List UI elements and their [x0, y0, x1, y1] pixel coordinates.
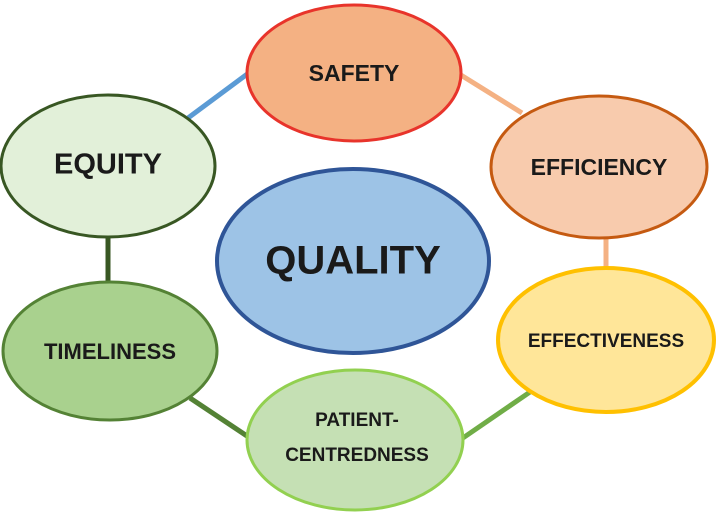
node-effectiveness: EFFECTIVENESS: [496, 266, 716, 414]
node-equity-label: EQUITY: [54, 149, 162, 181]
node-quality: QUALITY: [215, 167, 491, 355]
node-patient-centredness-label-line1: PATIENT-: [315, 410, 399, 431]
node-patient-centredness-label-line2: CENTREDNESS: [285, 445, 429, 466]
node-effectiveness-label: EFFECTIVENESS: [528, 331, 684, 352]
connector-patient-centredness-timeliness: [188, 395, 252, 441]
connector-equity-safety: [186, 69, 252, 121]
node-patient-centredness: PATIENT- CENTREDNESS: [245, 368, 465, 512]
node-efficiency: EFFICIENCY: [489, 94, 709, 240]
connector-safety-efficiency: [454, 69, 524, 116]
node-timeliness-label: TIMELINESS: [44, 339, 176, 364]
node-efficiency-label: EFFICIENCY: [531, 154, 668, 180]
connectors: [105, 69, 609, 443]
connector-effectiveness-patient-centredness: [458, 389, 532, 443]
node-quality-label: QUALITY: [265, 239, 441, 283]
node-equity: EQUITY: [0, 93, 217, 239]
node-safety: SAFETY: [245, 3, 463, 143]
node-timeliness: TIMELINESS: [1, 280, 219, 422]
node-safety-label: SAFETY: [309, 60, 400, 86]
